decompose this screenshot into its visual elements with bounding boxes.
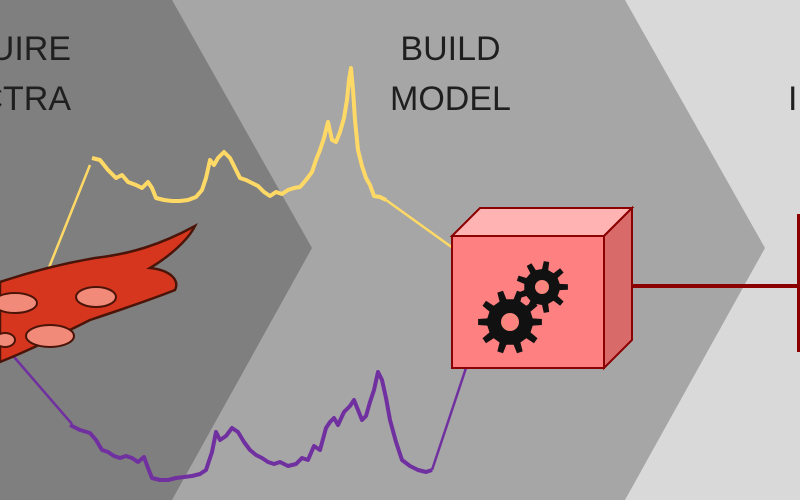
stage-label-line: UIRE — [0, 30, 71, 68]
arrow-purple-to-model — [430, 349, 474, 471]
gear-hub — [502, 314, 518, 330]
model-box — [449, 205, 635, 371]
stage-label-line: BUILD — [400, 30, 501, 68]
spectrum-yellow — [91, 66, 387, 203]
cell-icon — [0, 223, 198, 364]
stage-label-acquire: UIRE CTRA — [0, 24, 71, 124]
spectrum-purple — [69, 370, 433, 482]
gear-hub — [536, 281, 548, 293]
next-box-edge — [797, 214, 800, 352]
gear-icon — [516, 261, 568, 313]
stage-label-line: MODEL — [390, 80, 511, 118]
arrow-purple-from-cell — [7, 349, 73, 425]
stage-label-line: CTRA — [0, 80, 71, 118]
stage-label-line: I — [788, 80, 798, 118]
stage-label-next: I — [788, 74, 797, 124]
stage-label-build-model: BUILD MODEL — [390, 24, 511, 124]
gear-icon — [478, 290, 542, 354]
